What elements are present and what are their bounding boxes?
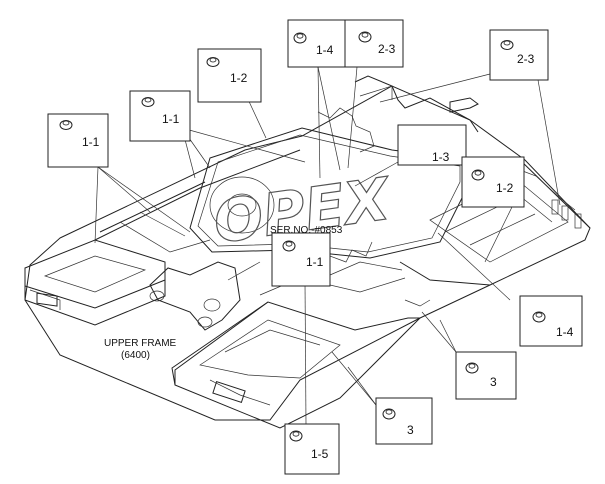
upper-frame-structure <box>24 75 591 429</box>
serial-number-note: SER.NO.-#0853 <box>270 225 343 236</box>
callout-4: 1-4 <box>287 19 346 68</box>
callout-label: 1-2 <box>230 71 248 85</box>
callout-9: 1-1 <box>271 232 331 287</box>
callout-3: 1-2 <box>197 48 262 103</box>
callout-12: 3 <box>375 397 433 445</box>
callout-label: 1-3 <box>432 150 450 164</box>
callout-label: 1-1 <box>82 135 100 149</box>
callout-5: 2-3 <box>344 19 404 68</box>
seal-ring-icon <box>59 120 73 130</box>
callout-label: 3 <box>490 375 497 389</box>
callout-label: 2-3 <box>517 52 535 66</box>
callout-1: 1-1 <box>47 113 109 168</box>
frame-label-title: UPPER FRAME <box>104 338 177 349</box>
seal-ring-icon <box>500 40 514 50</box>
callout-label: 1-1 <box>306 255 324 269</box>
seal-ring-icon <box>532 311 546 323</box>
callout-2: 1-1 <box>129 90 191 142</box>
leader-lines <box>94 66 561 425</box>
callout-label: 1-5 <box>311 447 329 461</box>
seal-ring-icon <box>382 408 396 420</box>
callout-label: 1-4 <box>316 43 334 57</box>
callout-6: 2-3 <box>489 29 549 81</box>
callout-label: 3 <box>407 423 414 437</box>
callout-10: 1-4 <box>519 295 583 347</box>
callout-label: 1-1 <box>162 112 180 126</box>
seal-ring-icon <box>289 430 303 442</box>
callout-13: 1-5 <box>284 423 340 475</box>
seal-ring-icon <box>465 362 479 374</box>
callout-8: 1-2 <box>461 156 525 208</box>
callout-7: 1-3 <box>397 124 467 166</box>
callout-label: 1-4 <box>556 325 574 339</box>
callout-label: 1-2 <box>496 181 514 195</box>
seal-ring-icon <box>358 31 372 43</box>
seal-ring-icon <box>206 57 220 67</box>
callout-label: 2-3 <box>378 42 396 56</box>
seal-ring-icon <box>282 240 296 252</box>
frame-label-code: (6400) <box>121 350 150 361</box>
seal-ring-icon <box>293 32 307 44</box>
callout-11: 3 <box>455 351 517 400</box>
seal-ring-icon <box>471 169 485 181</box>
seal-ring-icon <box>141 97 155 107</box>
